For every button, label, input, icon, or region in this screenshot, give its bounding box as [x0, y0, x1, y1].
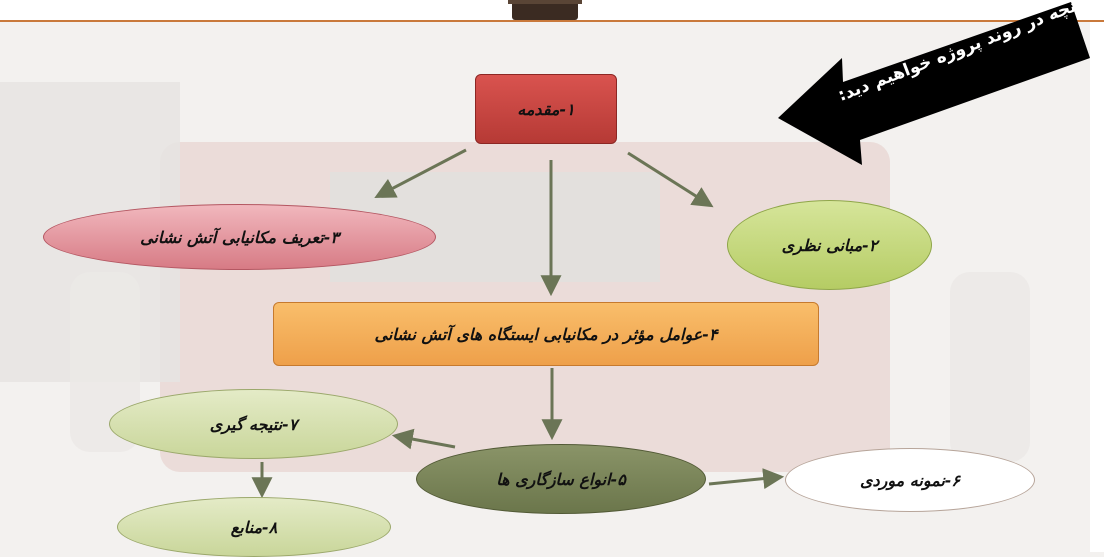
arrow-1-to-2: [627, 151, 714, 208]
node-4-factors[interactable]: ۴-عوامل مؤثر در مکانیابی ایستگاه های آتش…: [273, 302, 819, 366]
right-frame: [1090, 22, 1104, 552]
node-3-definition[interactable]: ۳-تعریف مکانیابی آتش نشانی: [43, 204, 436, 270]
node-1-introduction[interactable]: ۱-مقدمه: [475, 74, 617, 144]
arrow-1-to-3: [374, 148, 467, 198]
node-2-theory[interactable]: ۲-مبانی نظری: [727, 200, 932, 290]
arrow-5-to-7: [391, 428, 456, 450]
node-7-conclusion[interactable]: ۷-نتیجه گیری: [109, 389, 398, 459]
background-person-right: [950, 272, 1030, 462]
node-5-compatibility[interactable]: ۵-انواع سازگاری ها: [416, 444, 706, 514]
node-8-references[interactable]: ۸-منابع: [117, 497, 391, 557]
arrow-5-to-6: [708, 468, 785, 490]
top-tab-decoration: [508, 0, 582, 20]
banner-arrow-shape: [778, 2, 1090, 165]
node-6-case-study[interactable]: ۶-نمونه موردی: [785, 448, 1035, 512]
